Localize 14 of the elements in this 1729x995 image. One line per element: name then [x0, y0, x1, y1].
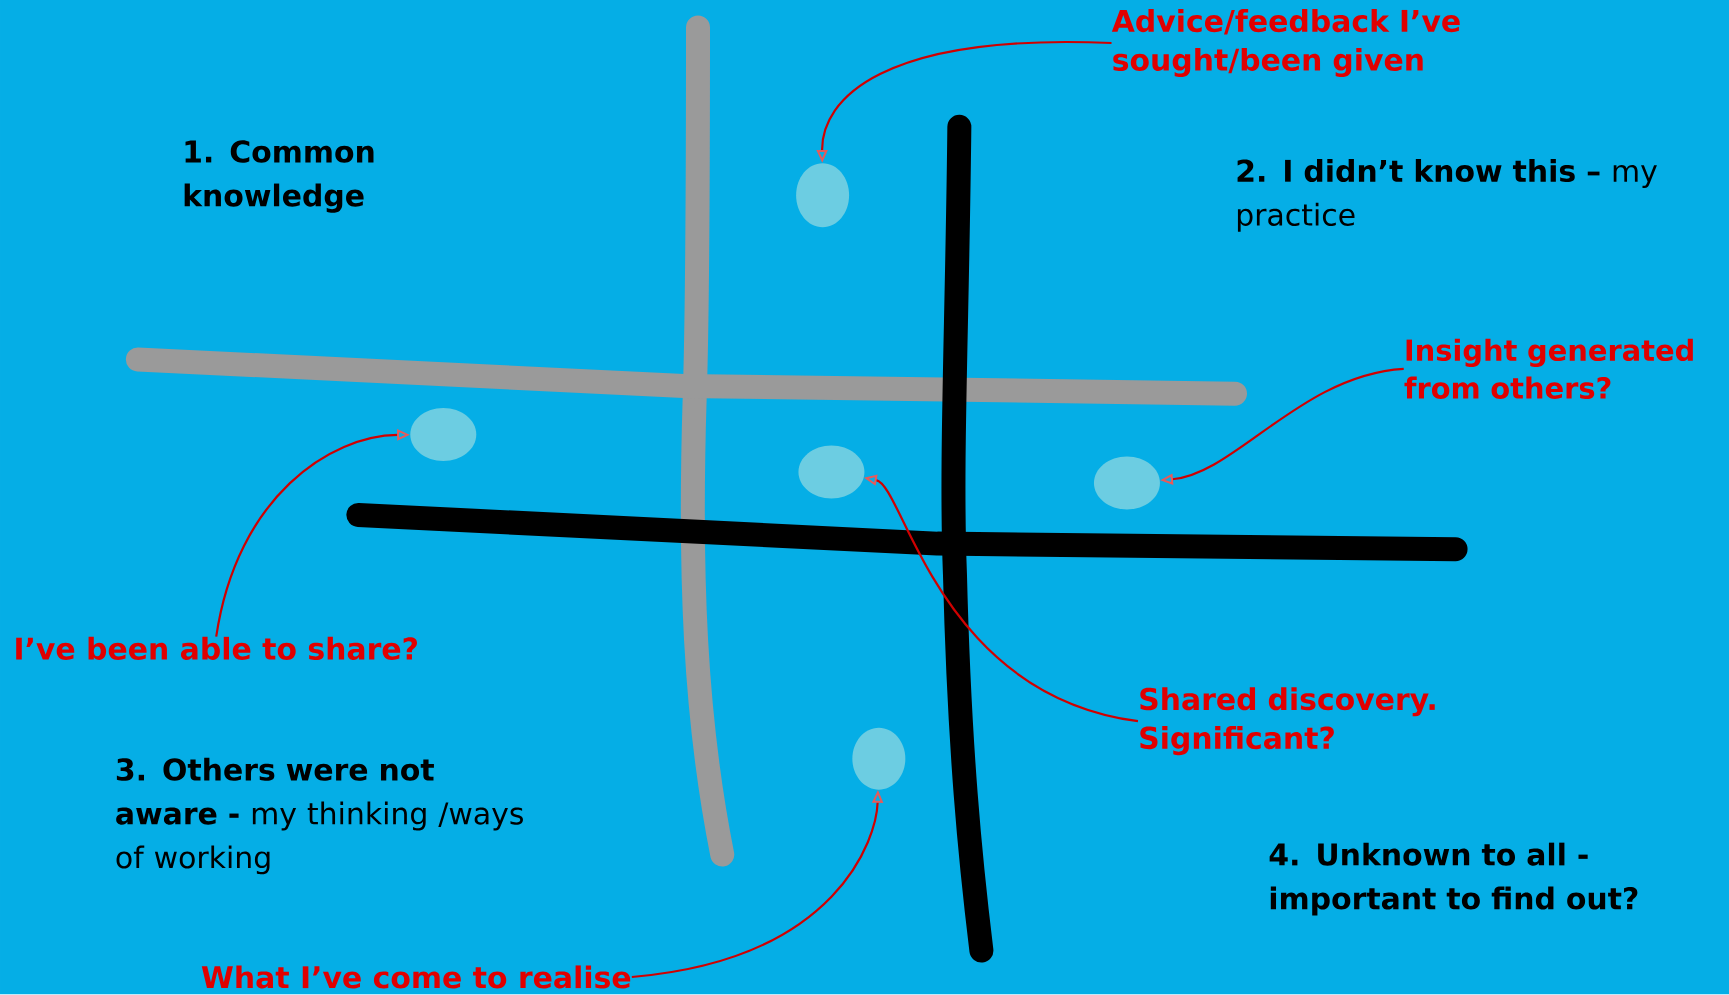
highlight-ellipse [410, 408, 477, 462]
callout-text: Shared discovery. Significant? [1140, 687, 1435, 756]
highlight-ellipse [1093, 456, 1160, 510]
quadrant-label: 2. I didn’t know this – my practice [1237, 159, 1657, 232]
callout-text: What I’ve come to realise [201, 965, 631, 989]
quadrant-label: 3. Others were not aware - my thinking /ways of working [116, 757, 523, 875]
quadrant-label: 4. Unknown to all - important to find out? [1269, 842, 1638, 916]
callout-text: Advice/feedback I’ve sought/been given [1111, 9, 1460, 78]
highlight-ellipse [796, 163, 850, 228]
callout-text: Insight generated from others? [1404, 338, 1693, 400]
highlight-ellipse [852, 727, 906, 790]
highlight-ellipse [798, 445, 865, 499]
callout-text: I’ve been able to share? [16, 637, 417, 661]
quadrant-label: 1. Common knowledge [184, 140, 374, 213]
